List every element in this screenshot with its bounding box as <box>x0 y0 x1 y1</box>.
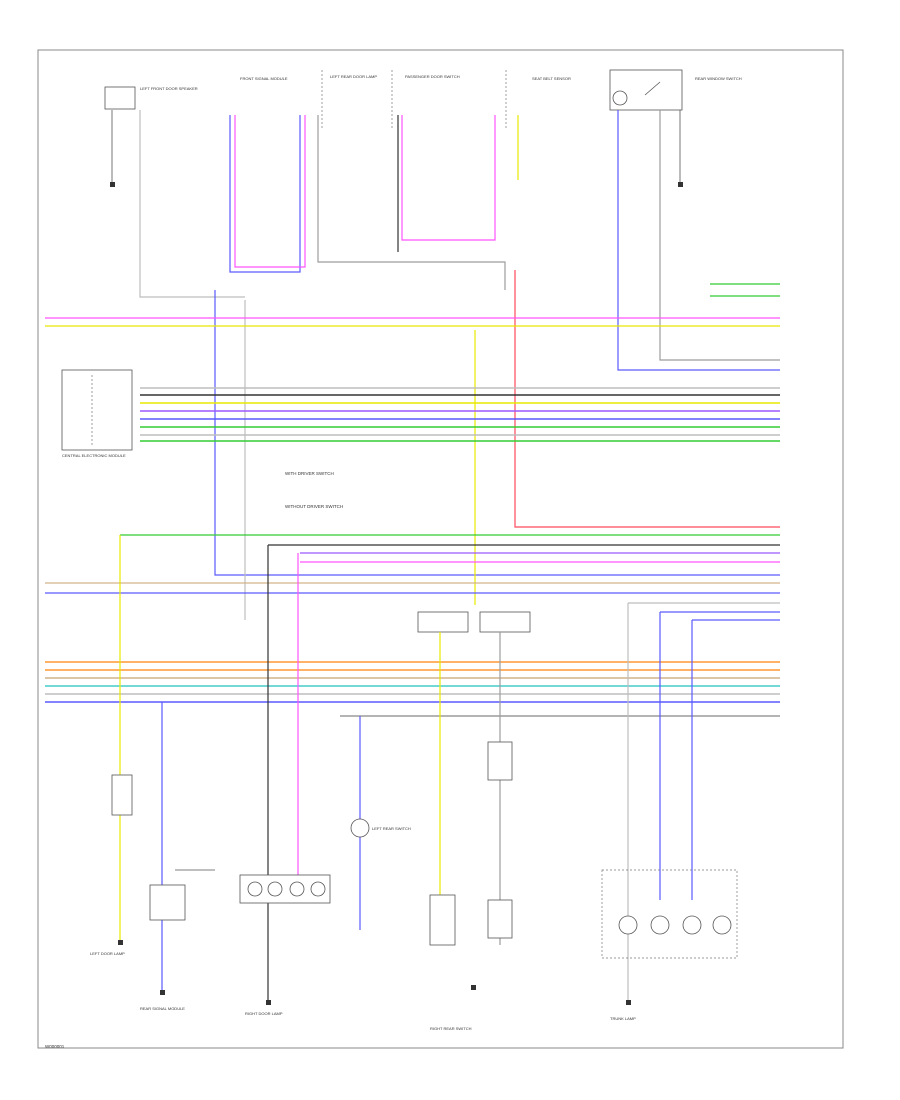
top-grounds <box>110 110 683 187</box>
bottom-component-4: LEFT REAR SWITCH <box>350 818 411 838</box>
top-vertical-wires <box>139 110 780 620</box>
bus-group-3 <box>45 534 780 621</box>
bottom-grounds <box>118 940 631 1005</box>
bottom-component-4-label: LEFT REAR SWITCH <box>372 826 411 831</box>
bottom-component-3-label: RIGHT DOOR LAMP <box>245 1011 283 1016</box>
bottom-component-2-label: REAR SIGNAL MODULE <box>140 1006 185 1011</box>
bottom-component-1-label: LEFT DOOR LAMP <box>90 951 125 956</box>
lower-vertical-wires <box>119 535 693 1000</box>
top-component-3-label: LEFT REAR DOOR LAMP <box>330 74 377 79</box>
top-component-2: FRONT SIGNAL MODULE <box>240 76 288 81</box>
top-component-6-label: REAR WINDOW SWITCH <box>695 76 742 81</box>
top-component-1-label: LEFT FRONT DOOR SPEAKER <box>140 86 198 91</box>
bottom-component-3: RIGHT DOOR LAMP <box>239 874 331 1016</box>
top-component-1: LEFT FRONT DOOR SPEAKER <box>104 86 198 110</box>
bus-group-4 <box>45 661 780 717</box>
top-component-4: PASSENGER DOOR SWITCH <box>391 70 460 130</box>
bottom-component-2: REAR SIGNAL MODULE <box>140 869 215 1011</box>
top-component-4-label: PASSENGER DOOR SWITCH <box>405 74 460 79</box>
electronic-module-label: CENTRAL ELECTRONIC MODULE <box>62 453 126 458</box>
top-component-2-label: FRONT SIGNAL MODULE <box>240 76 288 81</box>
top-component-5-label: SEAT BELT SENSOR <box>532 76 571 81</box>
note-1: WITH DRIVER SWITCH <box>285 471 334 476</box>
bus-group-2 <box>140 387 780 442</box>
mid-splices <box>417 611 531 633</box>
top-component-3: LEFT REAR DOOR LAMP <box>321 70 377 130</box>
bus-group-1 <box>45 283 780 327</box>
bottom-component-5: RIGHT REAR SWITCH <box>429 741 513 1031</box>
bottom-component-5-label: RIGHT REAR SWITCH <box>430 1026 472 1031</box>
diagram-notes: WITH DRIVER SWITCH WITHOUT DRIVER SWITCH <box>285 471 343 509</box>
top-component-5: SEAT BELT SENSOR <box>505 70 571 130</box>
bottom-component-1: LEFT DOOR LAMP <box>90 774 133 956</box>
bottom-component-6-label: TRUNK LAMP <box>610 1016 636 1021</box>
electronic-module: CENTRAL ELECTRONIC MODULE <box>61 369 133 458</box>
diagram-frame <box>37 49 844 1049</box>
bottom-component-6: TRUNK LAMP <box>601 869 738 1021</box>
page-code: W000001 <box>45 1044 65 1049</box>
note-2: WITHOUT DRIVER SWITCH <box>285 504 343 509</box>
top-component-6: REAR WINDOW SWITCH <box>609 69 742 111</box>
